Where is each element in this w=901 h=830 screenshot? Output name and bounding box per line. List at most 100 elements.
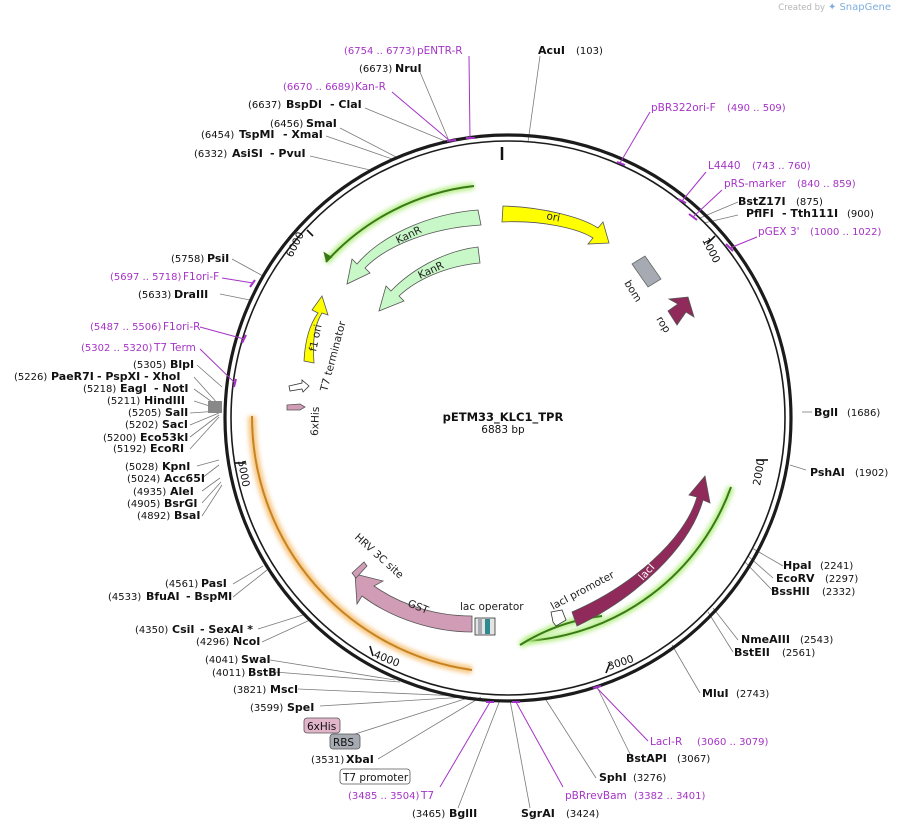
site-BglII-pos: (3465) <box>412 809 445 820</box>
site-EcoRI-pos: (5192) <box>113 444 146 455</box>
site-AsiSI-pos: (6332) <box>194 149 227 160</box>
site-SpeI[interactable]: SpeI <box>287 701 314 714</box>
site-XbaI-pos: (3531) <box>311 755 344 766</box>
primer-L4440[interactable]: L4440 <box>708 160 741 172</box>
primer-T7[interactable]: T7 <box>420 790 434 802</box>
primer-F1ori-R[interactable]: F1ori-R <box>163 321 200 333</box>
site-XbaI[interactable]: XbaI <box>346 753 374 766</box>
site-PshAI[interactable]: PshAI <box>810 466 845 479</box>
site-ClaI[interactable]: - ClaI <box>330 98 362 111</box>
site-BfuAI-pos: (4533) <box>108 592 141 603</box>
boxed-6xHis[interactable]: 6xHis <box>303 717 341 734</box>
site-PaeR7I-pos: (5226) <box>14 372 47 383</box>
site-EcoRI[interactable]: EcoRI <box>150 442 184 455</box>
site-Acc65I[interactable]: Acc65I <box>164 472 205 485</box>
primer-pGEX3[interactable]: pGEX 3' <box>758 226 800 238</box>
site-MscI[interactable]: MscI <box>270 683 298 696</box>
site-AleI-pos: (4935) <box>133 487 166 498</box>
site-PflFI[interactable]: PflFI <box>746 207 774 220</box>
feature-KanR-inner[interactable]: KanR <box>378 246 481 312</box>
primer-F1ori-F-pos: (5697 .. 5718) <box>110 272 182 283</box>
site-BlpI[interactable]: BlpI <box>170 358 194 371</box>
site-BstZ17I-pos: (875) <box>796 197 823 208</box>
primer-F1ori-F[interactable]: F1ori-F <box>183 271 219 283</box>
site-SalI[interactable]: SalI <box>165 406 188 419</box>
site-SmaI[interactable]: SmaI <box>306 117 337 130</box>
primer-LacI-R[interactable]: LacI-R <box>650 736 682 748</box>
site-NotI[interactable]: - NotI <box>154 382 189 395</box>
primer-pENTR-R[interactable]: pENTR-R <box>417 45 463 57</box>
site-SmaI-pos: (6456) <box>270 119 303 130</box>
site-XmaI[interactable]: - XmaI <box>283 128 323 141</box>
site-PaeR7I[interactable]: PaeR7I <box>51 370 94 383</box>
site-SwaI[interactable]: SwaI <box>241 653 271 666</box>
site-TspMI[interactable]: TspMI <box>239 128 275 141</box>
site-AcuI[interactable]: AcuI <box>538 44 565 57</box>
feature-ori[interactable]: ori <box>501 205 610 245</box>
primer-L4440-pos: (743 .. 760) <box>752 161 811 172</box>
site-KpnI[interactable]: KpnI <box>162 460 190 473</box>
site-PsiI[interactable]: PsiI <box>207 252 229 265</box>
site-MluI[interactable]: MluI <box>702 687 729 700</box>
site-BspMI[interactable]: - BspMI <box>186 590 232 603</box>
site-BsaI[interactable]: BsaI <box>174 509 200 522</box>
site-NmeAIII[interactable]: NmeAIII <box>741 633 790 646</box>
site-BssHII[interactable]: BssHII <box>771 585 810 598</box>
primer-Kan-R[interactable]: Kan-R <box>355 81 386 93</box>
feature-rop[interactable]: rop <box>653 296 695 335</box>
site-NruI[interactable]: NruI <box>395 62 422 75</box>
site-AleI[interactable]: AleI <box>170 485 194 498</box>
site-PasI[interactable]: PasI <box>201 577 227 590</box>
feature-6xHis[interactable]: 6xHis <box>286 403 322 436</box>
site-PvuI[interactable]: - PvuI <box>270 147 306 160</box>
boxed-RBS[interactable]: RBS <box>329 733 361 750</box>
feature-bom[interactable]: bom <box>621 255 662 304</box>
primer-pRS-marker[interactable]: pRS-marker <box>724 178 787 190</box>
site-BglII[interactable]: BglII <box>449 807 477 820</box>
site-Eco53kI[interactable]: Eco53kI <box>140 431 188 444</box>
site-EagI[interactable]: EagI <box>120 382 147 395</box>
site-Eco53kI-pos: (5200) <box>103 433 136 444</box>
site-SexAI[interactable]: - SexAI * <box>200 623 253 636</box>
site-DraIII-pos: (5633) <box>138 290 171 301</box>
site-PspXI-XhoI[interactable]: - PspXI - XhoI <box>97 370 180 383</box>
primer-pBRrevBam[interactable]: pBRrevBam <box>565 790 627 802</box>
site-EcoRV[interactable]: EcoRV <box>776 572 815 585</box>
site-BglI-pos: (1686) <box>847 408 880 419</box>
feature-label-ori: ori <box>545 210 561 224</box>
site-Tth111I[interactable]: - Tth111I <box>782 207 838 220</box>
site-SwaI-pos: (4041) <box>205 655 238 666</box>
site-cluster-mark <box>208 401 222 413</box>
plasmid-length: 6883 bp <box>481 424 525 436</box>
site-BspDI[interactable]: BspDI <box>286 98 322 111</box>
feature-label-lac-operator: lac operator <box>460 601 524 613</box>
primer-pBR322ori-F[interactable]: pBR322ori-F <box>651 102 716 114</box>
primer-T7-Term[interactable]: T7 Term <box>153 342 196 354</box>
site-HpaI[interactable]: HpaI <box>783 559 812 572</box>
site-BstAPI[interactable]: BstAPI <box>626 752 667 765</box>
site-CsiI[interactable]: CsiI <box>172 623 194 636</box>
boxed-RBS-label: RBS <box>333 737 354 749</box>
site-DraIII[interactable]: DraIII <box>174 288 208 301</box>
boxed-T7-promoter[interactable]: T7 promoter <box>339 768 411 785</box>
site-BfuAI[interactable]: BfuAI <box>146 590 180 603</box>
site-Acc65I-pos: (5024) <box>127 474 160 485</box>
site-BstBI[interactable]: BstBI <box>248 666 281 679</box>
tick-label-2000: 2000 <box>751 458 767 486</box>
site-BglI[interactable]: BglI <box>814 406 838 419</box>
site-BstZ17I[interactable]: BstZ17I <box>738 195 786 208</box>
site-SpeI-pos: (3599) <box>250 703 283 714</box>
site-BsrGI[interactable]: BsrGI <box>164 497 197 510</box>
site-SacI[interactable]: SacI <box>162 418 188 431</box>
site-NcoI[interactable]: NcoI <box>233 635 260 648</box>
site-SphI[interactable]: SphI <box>599 771 627 784</box>
feature-f1-ori[interactable]: f1 ori <box>303 295 329 364</box>
site-HindIII[interactable]: HindIII <box>144 394 185 407</box>
feature-GST[interactable]: GST <box>354 573 473 633</box>
feature-lac-operator[interactable]: lac operator <box>460 601 524 636</box>
site-BstEII[interactable]: BstEII <box>734 646 770 659</box>
site-AsiSI[interactable]: AsiSI <box>232 147 263 160</box>
site-SgrAI[interactable]: SgrAI <box>521 807 555 820</box>
primer-LacI-R-pos: (3060 .. 3079) <box>697 737 769 748</box>
feature-HRV-3C-site[interactable]: HRV 3C site <box>351 531 406 581</box>
